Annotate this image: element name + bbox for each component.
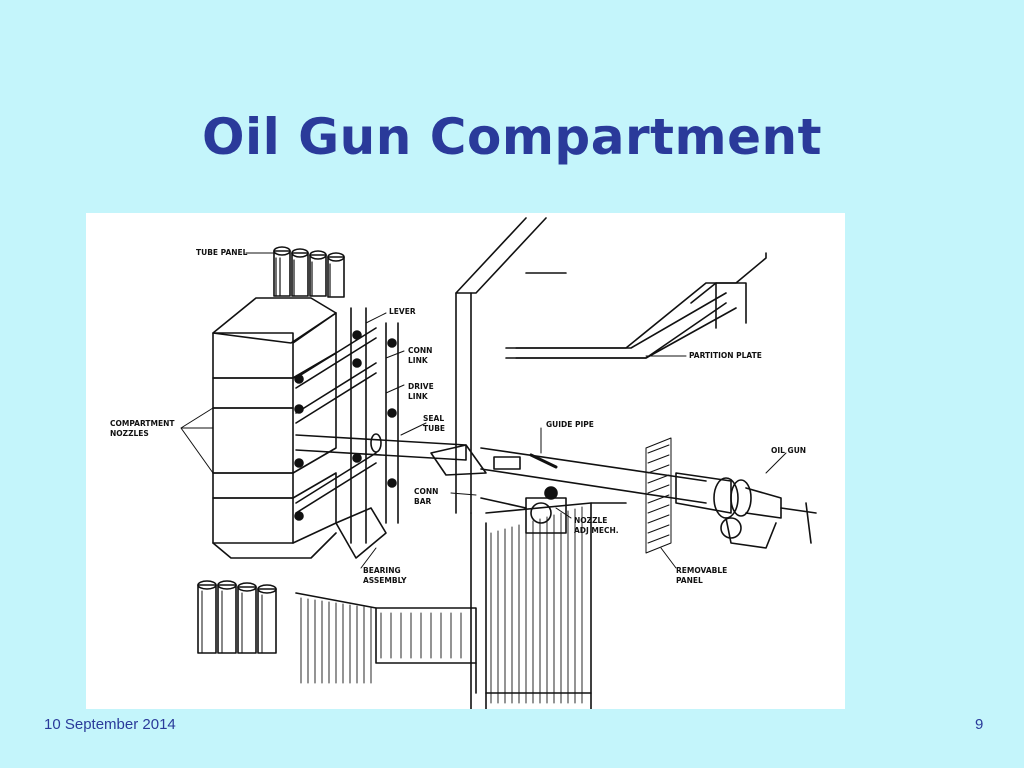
label-bearing-assembly-1: BEARING: [363, 566, 401, 575]
label-removable-panel-1: REMOVABLE: [676, 566, 727, 575]
lower-structure: [295, 502, 627, 709]
slide-title: Oil Gun Compartment: [201, 108, 823, 166]
lever-linkage: [294, 307, 399, 544]
label-conn-bar-1: CONN: [414, 487, 438, 496]
label-bearing-assembly-2: ASSEMBLY: [363, 576, 407, 585]
compartment-nozzles: [212, 297, 337, 559]
label-drive-link-2: LINK: [408, 392, 429, 401]
label-compartment-nozzles-2: NOZZLES: [110, 429, 149, 438]
label-conn-bar-2: BAR: [414, 497, 432, 506]
nozzle-adj-mech: [480, 486, 567, 534]
seal-tube: [295, 433, 487, 476]
label-nozzle-adj-1: NOZZLE: [574, 516, 607, 525]
label-nozzle-adj-2: ADJ MECH.: [574, 526, 619, 535]
footer-date: 10 September 2014: [44, 716, 176, 733]
label-partition-plate: PARTITION PLATE: [689, 351, 762, 360]
label-removable-panel-2: PANEL: [676, 576, 703, 585]
tube-panel-bottom: [197, 580, 277, 654]
label-oil-gun: OIL GUN: [771, 446, 806, 455]
label-compartment-nozzles-1: COMPARTMENT: [110, 419, 175, 428]
label-seal-tube-2: TUBE: [423, 424, 445, 433]
label-conn-link-1: CONN: [408, 346, 432, 355]
tube-panel-top: [273, 246, 345, 298]
lower-hatching: [300, 506, 583, 704]
oil-gun-compartment-drawing: TUBE PANEL LEVER CONN LINK DRIVE LINK SE…: [86, 213, 845, 709]
removable-panel: [645, 437, 672, 554]
bearing-assembly: [335, 507, 387, 559]
page-number: 9: [975, 716, 984, 733]
guide-pipe: [480, 447, 707, 504]
label-guide-pipe: GUIDE PIPE: [546, 420, 594, 429]
oil-gun: [675, 472, 817, 549]
leader-lines: [180, 252, 787, 569]
label-seal-tube-1: SEAL: [423, 414, 444, 423]
label-lever: LEVER: [389, 307, 416, 316]
label-tube-panel: TUBE PANEL: [196, 248, 248, 257]
label-drive-link-1: DRIVE: [408, 382, 434, 391]
partition-plate: [515, 292, 737, 359]
label-conn-link-2: LINK: [408, 356, 429, 365]
